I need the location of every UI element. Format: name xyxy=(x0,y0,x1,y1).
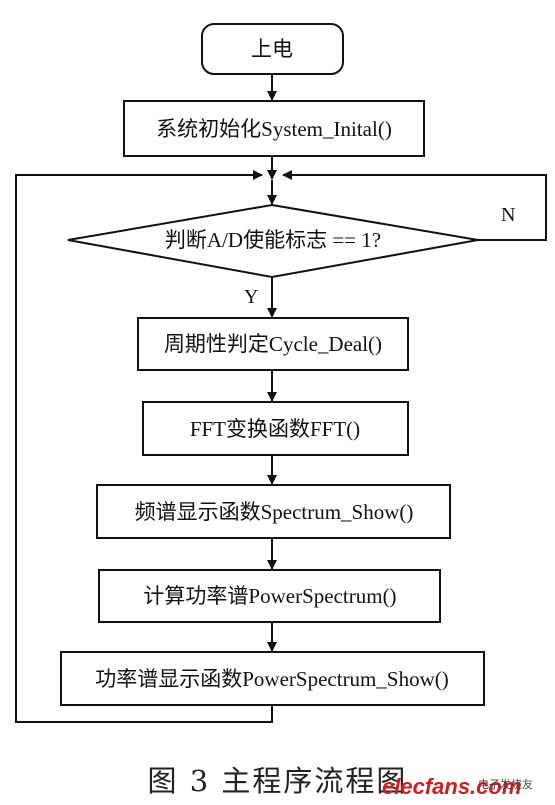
no-label: N xyxy=(501,204,515,226)
power-show-label: 功率谱显示函数PowerSpectrum_Show() xyxy=(95,667,448,691)
edge-loop-back xyxy=(15,170,273,723)
spectrum-show-node xyxy=(96,484,451,539)
init-label: 系统初始化System_Inital() xyxy=(156,117,392,141)
fft-label: FFT变换函数FFT() xyxy=(190,417,360,441)
init-node xyxy=(123,100,425,157)
power-spectrum-label: 计算功率谱PowerSpectrum() xyxy=(143,584,396,608)
figure-caption: 图 3 主程序流程图 xyxy=(147,764,408,798)
decision-label: 判断A/D使能标志 == 1? xyxy=(165,228,381,252)
fft-node xyxy=(142,401,409,456)
power-show-node xyxy=(60,651,485,706)
edge-no-branch xyxy=(282,170,547,241)
start-label: 上电 xyxy=(251,37,293,61)
cycle-label: 周期性判定Cycle_Deal() xyxy=(164,332,382,356)
watermark-subtitle: 电子发烧友 xyxy=(478,778,533,791)
yes-label: Y xyxy=(244,286,258,308)
cycle-node xyxy=(137,317,409,371)
watermark-logo: elecfans.com xyxy=(382,774,522,799)
spectrum-show-label: 频谱显示函数Spectrum_Show() xyxy=(135,500,414,524)
power-spectrum-node xyxy=(98,569,441,623)
flowchart: 上电 系统初始化System_Inital() 判断A/D使能标志 == 1? … xyxy=(15,23,547,723)
